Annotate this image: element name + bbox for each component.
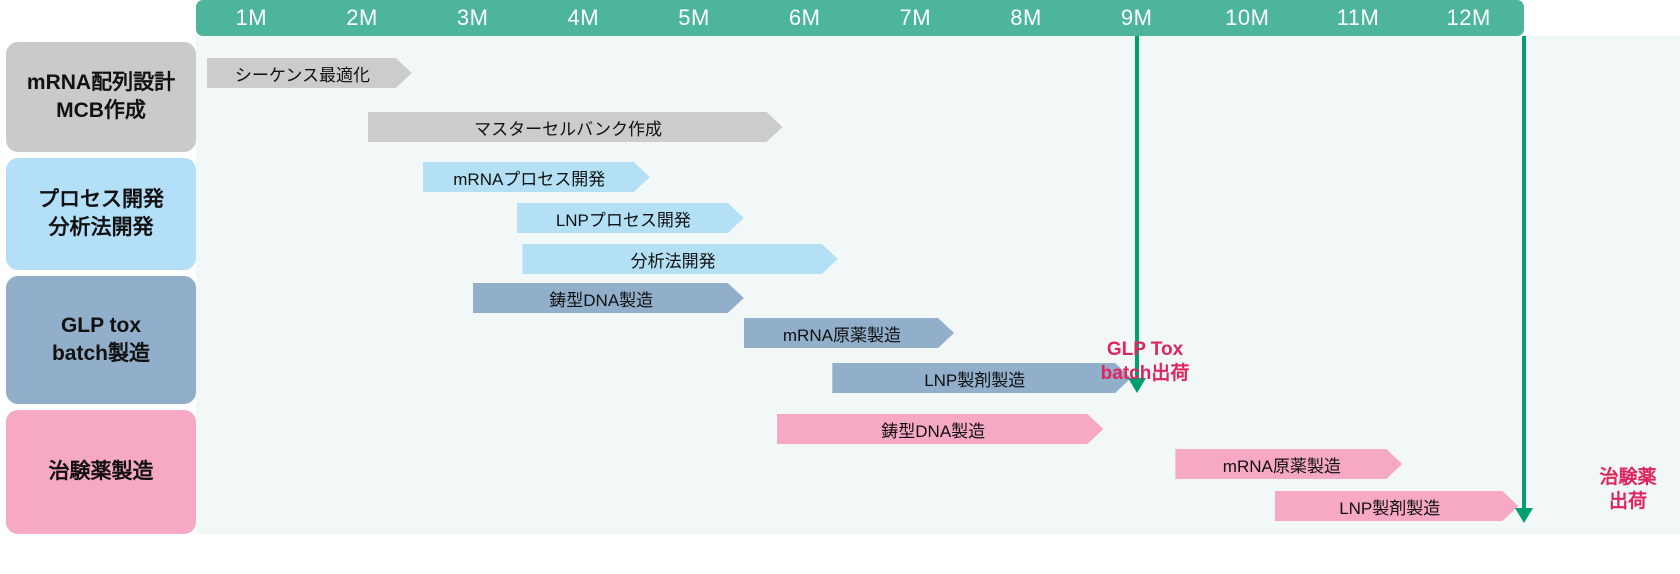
task-bar-label: LNPプロセス開発 xyxy=(555,210,691,230)
task-bar-label: マスターセルバンク作成 xyxy=(474,119,662,139)
category-block-1[interactable]: プロセス開発分析法開発 xyxy=(6,158,196,270)
task-bar-label: mRNA原薬製造 xyxy=(1222,456,1341,476)
timeline-tick-4m: 4M xyxy=(567,5,600,30)
task-bar[interactable]: mRNA原薬製造 xyxy=(1175,449,1402,479)
category-block-0[interactable]: mRNA配列設計 MCB作成 xyxy=(6,42,196,152)
timeline-tick-1m: 1M xyxy=(235,5,268,30)
category-block-3[interactable]: 治験薬製造 xyxy=(6,410,196,534)
task-bar[interactable]: 鋳型DNA製造 xyxy=(473,283,744,313)
category-label-line: batch製造 xyxy=(51,342,150,365)
task-bar-label: シーケンス最適化 xyxy=(234,65,370,85)
task-bar-label: 分析法開発 xyxy=(630,251,716,271)
timeline-tick-11m: 11M xyxy=(1336,5,1380,30)
task-bar[interactable]: マスターセルバンク作成 xyxy=(368,112,783,142)
timeline-tick-2m: 2M xyxy=(346,5,378,30)
task-bar[interactable]: LNPプロセス開発 xyxy=(517,203,744,233)
task-bar[interactable]: LNP製剤製造 xyxy=(832,363,1131,393)
category-label-line: プロセス開発 xyxy=(38,187,164,211)
category-block-2[interactable]: GLP tox batch製造 xyxy=(6,276,196,404)
task-bar[interactable]: LNP製剤製造 xyxy=(1275,491,1518,521)
milestone-label-line: batch出荷 xyxy=(1100,362,1190,384)
milestone-label-line: 治験薬 xyxy=(1599,467,1657,488)
timeline-tick-9m: 9M xyxy=(1120,5,1153,30)
milestone-label: 治験薬出荷 xyxy=(1599,466,1656,514)
timeline-tick-5m: 5M xyxy=(678,5,710,30)
milestone-arrow-head-icon xyxy=(1127,378,1146,393)
milestone-arrow-line xyxy=(1522,36,1526,508)
timeline-header: 1M 2M 3M 4M 5M 6M 7M 8M 9M 10M 11M 12M xyxy=(196,0,1524,36)
category-label-line: 治験薬製造 xyxy=(48,459,154,483)
milestone-arrow-line xyxy=(1134,36,1139,378)
category-label-line: mRNA配列設計 xyxy=(26,70,176,94)
chart-plot-area xyxy=(196,36,1680,534)
task-bar-label: mRNAプロセス開発 xyxy=(453,169,606,189)
timeline-tick-7m: 7M xyxy=(899,5,932,30)
timeline-tick-10m: 10M xyxy=(1225,5,1270,30)
task-bar-label: mRNA原薬製造 xyxy=(782,325,901,345)
task-bar-label: 鋳型DNA製造 xyxy=(549,290,654,310)
timeline-tick-3m: 3M xyxy=(456,5,489,30)
milestone-arrow-head-icon xyxy=(1515,508,1533,523)
milestone-label-line: 出荷 xyxy=(1608,490,1648,512)
timeline-tick-12m: 12M xyxy=(1446,5,1491,30)
milestone-label-line: GLP Tox xyxy=(1106,339,1184,360)
category-label-line: MCB作成 xyxy=(56,99,146,122)
task-bar-label: 鋳型DNA製造 xyxy=(881,421,986,441)
task-bar-label: LNP製剤製造 xyxy=(1339,498,1441,518)
timeline-tick-8m: 8M xyxy=(1010,5,1042,30)
category-label-line: GLP tox xyxy=(60,313,142,337)
task-bar[interactable]: 分析法開発 xyxy=(522,244,837,274)
timeline-tick-6m: 6M xyxy=(788,5,821,30)
task-bar[interactable]: mRNAプロセス開発 xyxy=(423,162,650,192)
task-bar[interactable]: mRNA原薬製造 xyxy=(744,318,954,348)
task-bar-label: LNP製剤製造 xyxy=(924,370,1026,390)
task-bar[interactable]: シーケンス最適化 xyxy=(207,58,412,88)
task-bar[interactable]: 鋳型DNA製造 xyxy=(777,414,1103,444)
category-label-line: 分析法開発 xyxy=(48,216,154,239)
